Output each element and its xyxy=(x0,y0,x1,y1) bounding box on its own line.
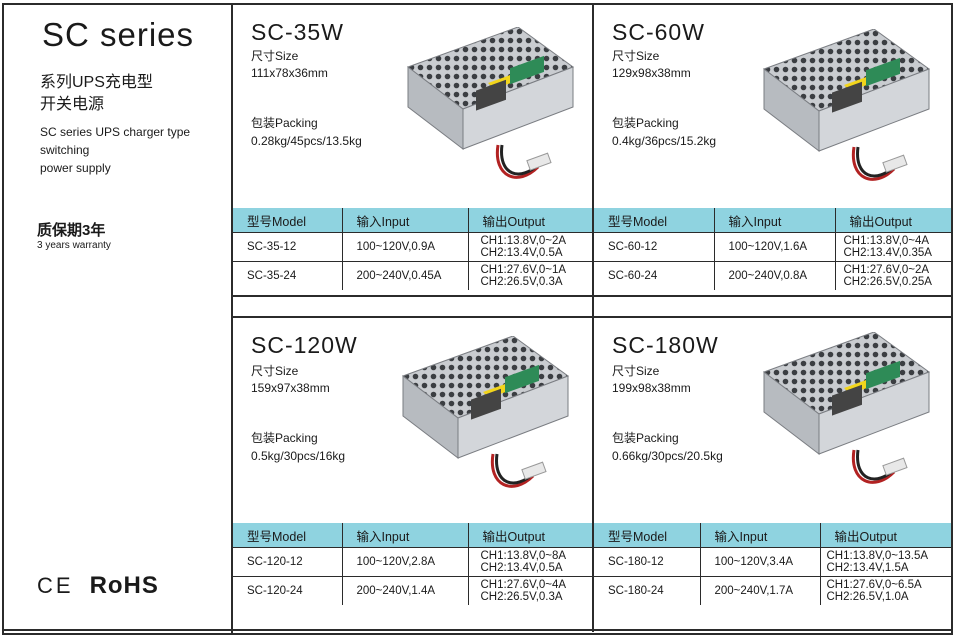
size-label: 尺寸Size xyxy=(612,49,660,63)
warranty-en: 3 years warranty xyxy=(37,240,111,251)
model-cell: SC-180-24 xyxy=(594,576,701,605)
series-sidebar: SC series 系列UPS充电型 开关电源 SC series UPS ch… xyxy=(0,0,232,636)
spec-table-sc180w: 型号Model 输入Input 输出Output SC-180-12 100~1… xyxy=(594,523,951,605)
model-cell: SC-60-24 xyxy=(594,261,715,290)
model-cell: SC-120-24 xyxy=(233,576,343,605)
header-input: 输入Input xyxy=(714,208,836,233)
product-photo xyxy=(406,27,575,179)
ce-logo: CE xyxy=(37,573,74,598)
size-label: 尺寸Size xyxy=(251,364,299,378)
input-cell: 200~240V,0.8A xyxy=(714,261,836,290)
packing-value: 0.28kg/45pcs/13.5kg xyxy=(251,134,362,148)
input-cell: 200~240V,1.7A xyxy=(700,576,821,605)
spec-table-sc35w: 型号Model 输入Input 输出Output SC-35-12 100~12… xyxy=(233,208,592,290)
series-cn-line1: 系列UPS充电型 xyxy=(40,74,153,91)
model-cell: SC-35-24 xyxy=(233,261,343,290)
input-cell: 100~120V,1.6A xyxy=(714,232,836,262)
packing-label: 包装Packing xyxy=(612,116,679,130)
header-model: 型号Model xyxy=(233,208,343,233)
model-cell: SC-60-12 xyxy=(594,232,715,262)
input-cell: 100~120V,0.9A xyxy=(342,232,469,262)
packing-value: 0.5kg/30pcs/16kg xyxy=(251,449,346,463)
series-title: SC series xyxy=(42,16,195,53)
size-label: 尺寸Size xyxy=(251,49,299,63)
product-photo xyxy=(401,336,570,488)
product-panel-sc120w: SC-120W 尺寸Size 159x97x38mm 包装Packing 0.5… xyxy=(233,318,592,523)
series-cn-line2: 开关电源 xyxy=(40,96,105,113)
packing-value: 0.4kg/36pcs/15.2kg xyxy=(612,134,717,148)
product-title: SC-180W xyxy=(612,332,719,358)
product-photo xyxy=(762,332,931,484)
input-cell: 200~240V,0.45A xyxy=(342,261,469,290)
header-model: 型号Model xyxy=(594,523,701,548)
size-value: 159x97x38mm xyxy=(251,381,330,395)
product-photo xyxy=(762,29,931,181)
series-en-line1: SC series UPS charger type xyxy=(40,125,191,139)
warranty-cn: 质保期3年 xyxy=(37,222,106,239)
divider-bottom xyxy=(2,629,953,631)
spec-table-sc60w: 型号Model 输入Input 输出Output SC-60-12 100~12… xyxy=(594,208,951,290)
input-cell: 200~240V,1.4A xyxy=(342,576,469,605)
spec-table-sc120w: 型号Model 输入Input 输出Output SC-120-12 100~1… xyxy=(233,523,592,605)
divider-left xyxy=(231,3,233,635)
header-input: 输入Input xyxy=(700,523,821,548)
header-input: 输入Input xyxy=(342,208,469,233)
product-title: SC-120W xyxy=(251,332,358,358)
header-output: 输出Output xyxy=(468,523,592,548)
product-title: SC-35W xyxy=(251,19,344,45)
divider-row2-top xyxy=(231,316,953,318)
product-title: SC-60W xyxy=(612,19,705,45)
page-frame xyxy=(2,3,953,635)
table-row: SC-180-24 200~240V,1.7A CH1:27.6V,0~6.5A… xyxy=(594,576,951,605)
header-model: 型号Model xyxy=(233,523,343,548)
packing-label: 包装Packing xyxy=(612,431,679,445)
packing-label: 包装Packing xyxy=(251,431,318,445)
table-row: SC-180-12 100~120V,3.4A CH1:13.8V,0~13.5… xyxy=(594,547,951,577)
size-label: 尺寸Size xyxy=(612,364,660,378)
product-panel-sc60w: SC-60W 尺寸Size 129x98x38mm 包装Packing 0.4k… xyxy=(594,5,951,295)
rohs-logo: RoHS xyxy=(89,572,159,599)
header-output: 输出Output xyxy=(468,208,592,233)
size-value: 111x78x36mm xyxy=(251,66,328,80)
series-english-description: SC series UPS charger type switching pow… xyxy=(40,123,220,177)
packing-label: 包装Packing xyxy=(251,116,318,130)
model-cell: SC-35-12 xyxy=(233,232,343,262)
header-model: 型号Model xyxy=(594,208,715,233)
header-input: 输入Input xyxy=(342,523,469,548)
header-output: 输出Output xyxy=(820,523,951,548)
model-cell: SC-120-12 xyxy=(233,547,343,577)
header-output: 输出Output xyxy=(835,208,951,233)
size-value: 199x98x38mm xyxy=(612,381,691,395)
input-cell: 100~120V,3.4A xyxy=(700,547,821,577)
size-value: 129x98x38mm xyxy=(612,66,691,80)
input-cell: 100~120V,2.8A xyxy=(342,547,469,577)
series-en-line2: switching xyxy=(40,143,90,157)
series-en-line3: power supply xyxy=(40,161,111,175)
model-cell: SC-180-12 xyxy=(594,547,701,577)
series-chinese-description: 系列UPS充电型 开关电源 xyxy=(40,72,210,116)
product-panel-sc180w: SC-180W 尺寸Size 199x98x38mm 包装Packing 0.6… xyxy=(594,318,951,523)
product-panel-sc35w: SC-35W 尺寸Size 111x78x36mm 包装Packing 0.28… xyxy=(233,5,592,295)
divider-row1-table-bottom xyxy=(231,295,953,297)
certification-logos: CE RoHS xyxy=(37,572,159,600)
packing-value: 0.66kg/30pcs/20.5kg xyxy=(612,449,723,463)
